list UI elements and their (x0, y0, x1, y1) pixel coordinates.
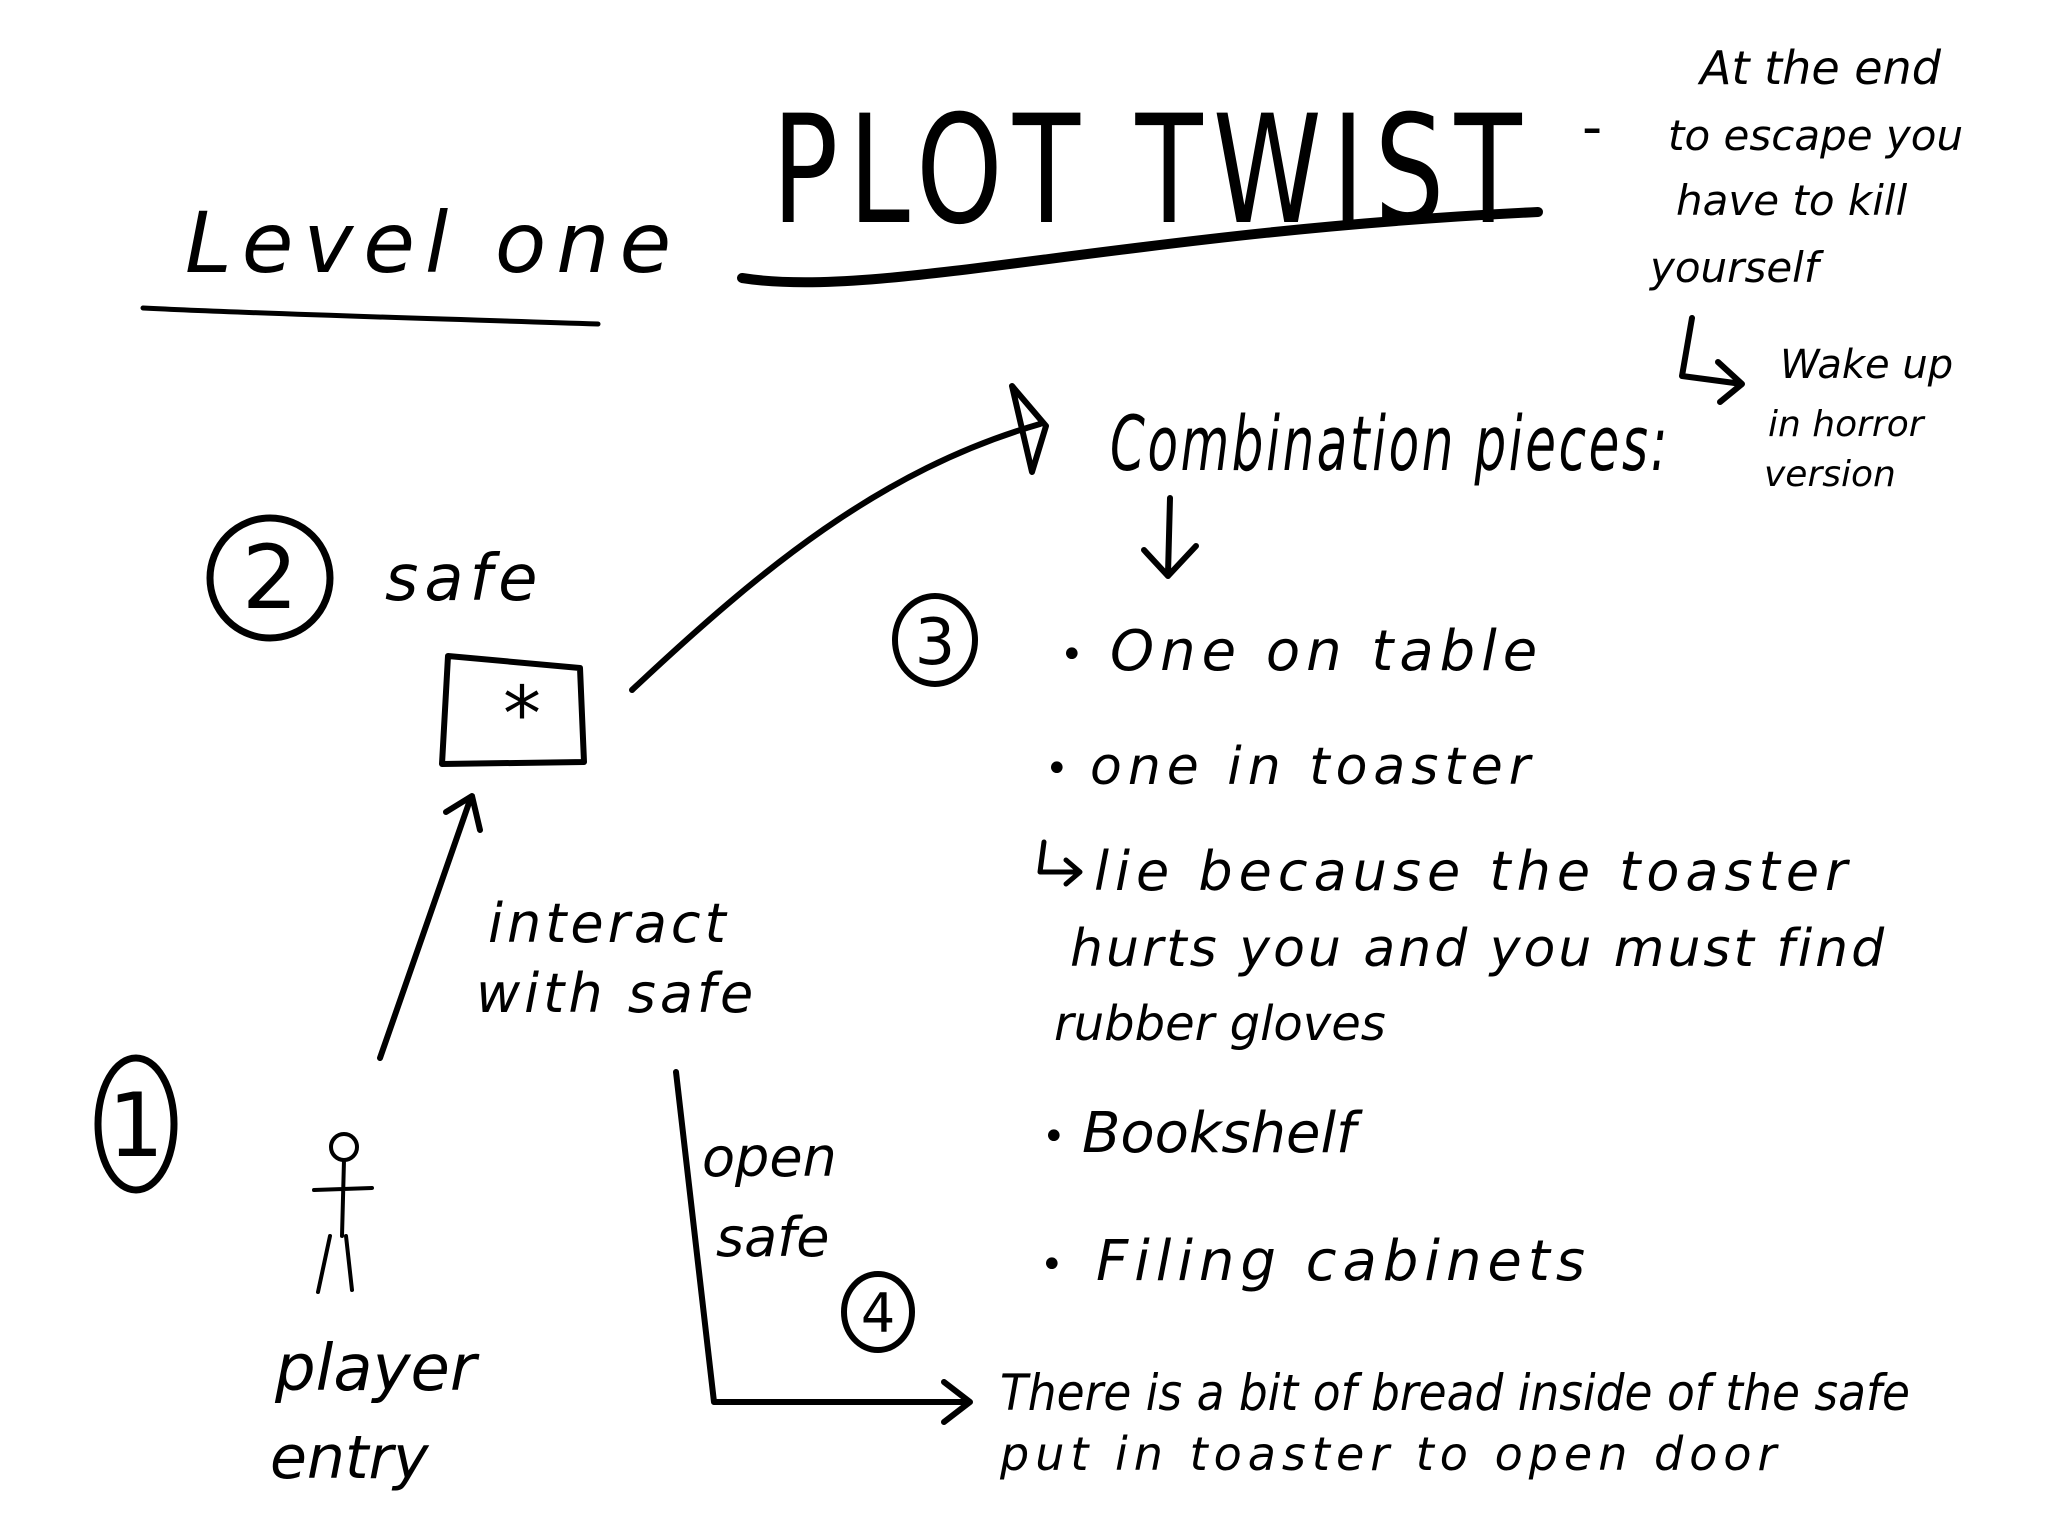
step-player-entry: 1 player entry (94, 793, 483, 1493)
consequence-line-2: in horror (1768, 404, 1926, 445)
consequence-arrow (1679, 315, 1745, 405)
toaster-note-line-1: lie because the toaster (1094, 840, 1853, 903)
plot-twist-underline (737, 207, 1543, 288)
open-safe-line-2: safe (716, 1206, 829, 1269)
bullet-2: • (1045, 746, 1069, 792)
combination-down-arrow (1141, 495, 1199, 579)
plot-twist-note-line-3: have to kill (1676, 176, 1908, 225)
safe-glyph: * (503, 669, 541, 758)
plot-twist-note-line-4: yourself (1648, 243, 1825, 292)
step-3-outline (892, 593, 978, 687)
open-safe-line-1: open (702, 1126, 837, 1189)
step-1-outline (94, 1054, 178, 1194)
plot-twist-heading: PLOT TWIST (772, 84, 1532, 258)
level-heading-group: Level one (140, 194, 681, 327)
interact-line-1: interact (488, 892, 730, 955)
safe-to-combination-arrow (629, 421, 1043, 693)
toaster-note-line-2: hurts you and you must find (1070, 919, 1887, 979)
step-safe: 2 safe * (206, 383, 1049, 767)
plot-twist-note-line-2: to escape you (1668, 111, 1963, 160)
bullet-3: • (1042, 1114, 1066, 1160)
combination-item-4: Filing cabinets (1096, 1229, 1591, 1294)
player-entry-line-1: player (274, 1332, 480, 1406)
toaster-note-arrow (1037, 839, 1083, 887)
plot-twist-group: PLOT TWIST - At the end to escape you ha… (737, 41, 1963, 495)
interact-label-group: interact with safe (476, 892, 757, 1025)
step-open-safe: open safe 4 There is a bit of bread insi… (673, 1069, 1910, 1481)
bullet-1: • (1060, 632, 1084, 678)
player-entry-line-2: entry (270, 1423, 430, 1493)
step-4-number: 4 (861, 1282, 895, 1345)
safe-box-icon (439, 653, 587, 767)
result-line-1: There is a bit of bread inside of the sa… (1000, 1364, 1910, 1422)
level-heading-underline (140, 305, 601, 327)
level-heading: Level one (185, 194, 681, 292)
consequence-line-3: version (1764, 454, 1896, 495)
step-4-outline (841, 1271, 915, 1353)
safe-to-combination-arrowhead (1009, 383, 1049, 475)
entry-to-safe-arrow (377, 793, 483, 1061)
safe-label: safe (385, 542, 543, 616)
step-1-number: 1 (108, 1074, 164, 1177)
stick-figure-icon (312, 1132, 374, 1294)
interact-line-2: with safe (476, 962, 757, 1025)
consequence-line-1: Wake up (1780, 342, 1953, 388)
toaster-note-line-3: rubber gloves (1054, 996, 1386, 1052)
result-line-2: put in toaster to open door (999, 1427, 1782, 1481)
step-combination: Combination pieces: 3 • One on table • o… (892, 399, 1887, 1294)
open-safe-arrow (673, 1069, 973, 1425)
combination-heading: Combination pieces: (1110, 399, 1670, 488)
step-2-circle (206, 514, 334, 642)
plot-twist-dash: - (1582, 95, 1602, 160)
step-3-number: 3 (915, 606, 956, 680)
plot-twist-note-line-1: At the end (1697, 41, 1942, 95)
bullet-4: • (1040, 1242, 1064, 1288)
combination-item-2: one in toaster (1090, 737, 1536, 797)
step-2-number: 2 (242, 526, 298, 629)
combination-item-1: One on table (1110, 619, 1543, 684)
combination-item-3: Bookshelf (1082, 1101, 1363, 1166)
